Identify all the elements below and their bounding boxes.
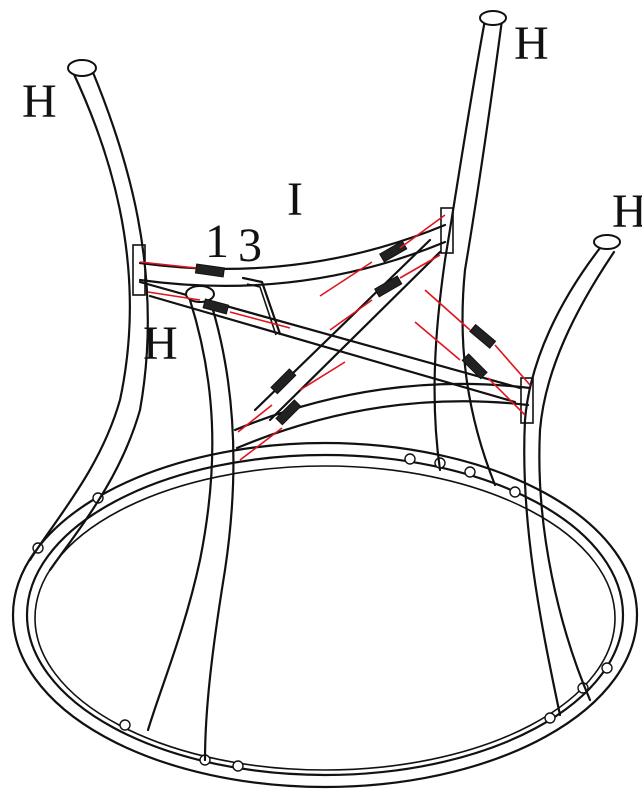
bolt-label: 1 (205, 215, 229, 268)
leg-front-middle (146, 298, 235, 762)
base-ring (11, 441, 639, 789)
allen-key-label: 3 (238, 219, 262, 272)
foot-cap-label-middle: H (143, 317, 178, 370)
foot-cap-label-right: H (612, 185, 642, 238)
leg-back-right (433, 18, 504, 487)
foot-cap-icon (67, 10, 621, 303)
foot-cap-label-left: H (22, 75, 57, 128)
leg-back-left (28, 68, 149, 572)
leg-front-right (520, 246, 616, 717)
cross-brace-label: I (287, 173, 303, 226)
foot-cap-label-top: H (514, 17, 549, 70)
allen-key-icon (241, 276, 282, 336)
alignment-guides (139, 214, 531, 461)
bolt-icon (194, 240, 497, 426)
